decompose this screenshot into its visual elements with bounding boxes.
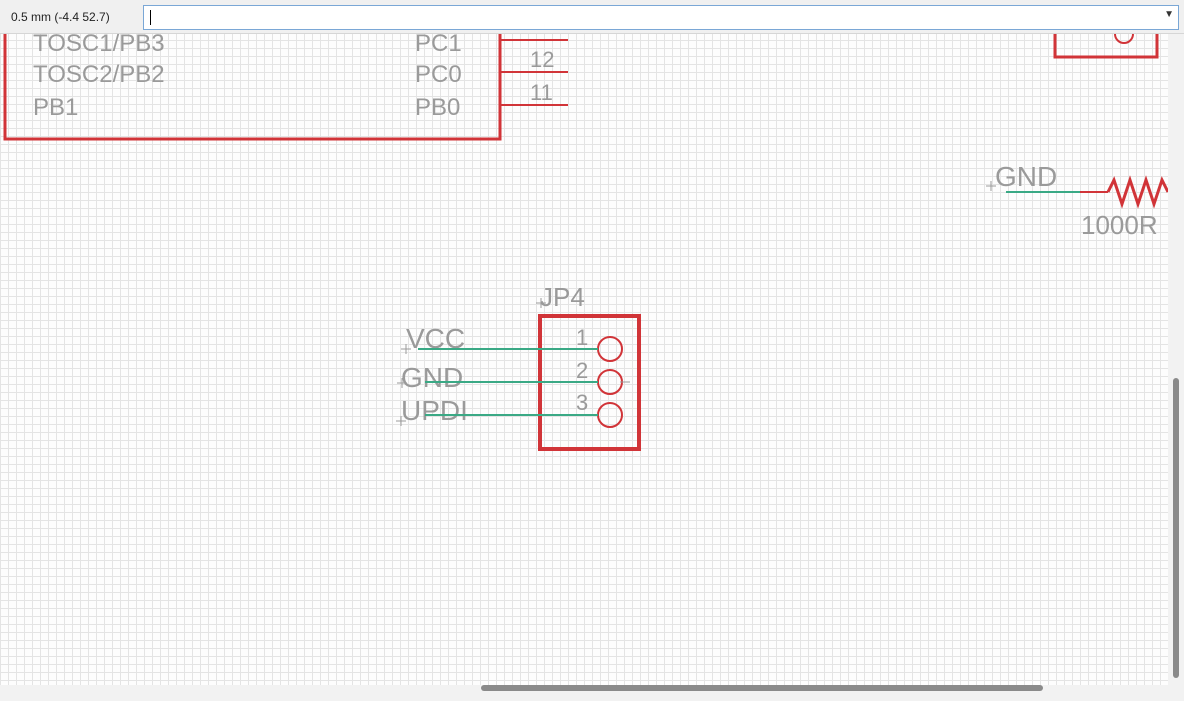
chevron-down-icon[interactable]: ▼ [1164, 9, 1174, 20]
origin-cross [986, 181, 996, 191]
coordinate-readout: 0.5 mm (-4.4 52.7) [11, 10, 110, 24]
resistor-value: 1000R [1081, 210, 1158, 240]
origin-cross [536, 298, 546, 308]
schematic-drawing: TOSC1/PB3 TOSC2/PB2 PB1 PC1 PC0 PB0 12 1… [3, 34, 1170, 451]
chip-pin-label: PB0 [415, 94, 460, 121]
chip-pin-label: PB1 [33, 94, 78, 121]
connector-pin-circle [597, 369, 623, 395]
chip-outline [3, 34, 502, 141]
component-pin-circle [1114, 34, 1134, 44]
vertical-scrollbar-thumb[interactable] [1173, 378, 1179, 678]
chip-pin-number: 12 [530, 47, 554, 72]
chip-pin-label: TOSC2/PB2 [33, 61, 165, 88]
connector-pin-number: 3 [576, 390, 588, 415]
origin-cross [396, 416, 406, 426]
chip-pin-number: 11 [530, 80, 553, 105]
chip-pin-label: PC0 [415, 61, 462, 88]
net-label-updi: UPDI [401, 395, 468, 426]
connector-pin-circle [597, 402, 623, 428]
resistor-zigzag [1106, 175, 1170, 209]
origin-cross [401, 344, 411, 354]
horizontal-scrollbar-thumb[interactable] [481, 685, 1043, 691]
vertical-scrollbar[interactable] [1168, 34, 1184, 685]
text-caret [150, 10, 151, 25]
net-label-gnd: GND [995, 161, 1057, 192]
schematic-canvas[interactable]: TOSC1/PB3 TOSC2/PB2 PB1 PC1 PC0 PB0 12 1… [0, 34, 1184, 685]
toolbar: 0.5 mm (-4.4 52.7) ▼ [0, 0, 1184, 34]
net-label-gnd: GND [401, 362, 463, 393]
command-input[interactable]: ▼ [143, 5, 1179, 30]
connector-pin-number: 1 [576, 325, 588, 350]
component-outline [1053, 34, 1159, 59]
connector-pin-circle [597, 336, 623, 362]
chip-pin-label: PC1 [415, 34, 462, 57]
origin-cross [397, 378, 407, 388]
connector-name: JP4 [540, 282, 585, 312]
connector-pin-number: 2 [576, 358, 588, 383]
chip-pin-label: TOSC1/PB3 [33, 34, 165, 57]
